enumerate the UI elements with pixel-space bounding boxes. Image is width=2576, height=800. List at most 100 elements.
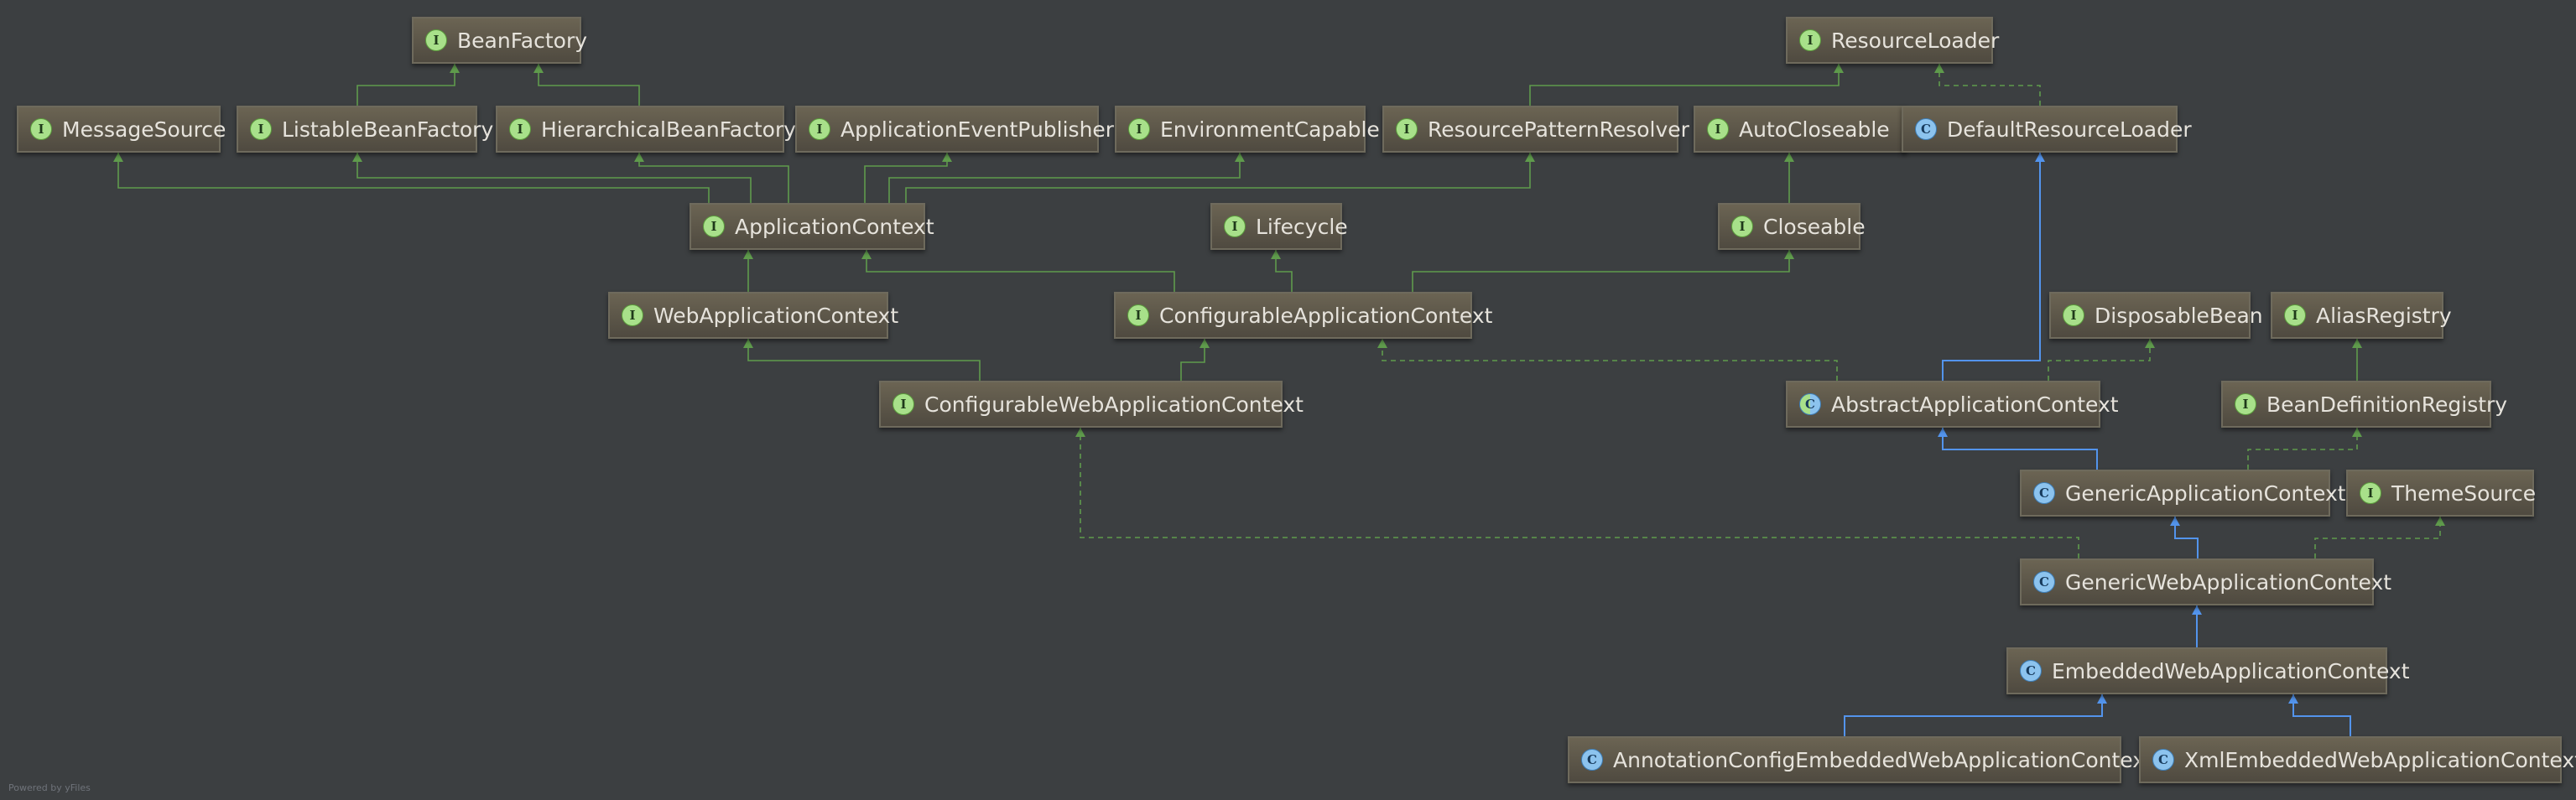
edge-class-extends (1942, 153, 2045, 381)
node-label: ApplicationEventPublisher (840, 117, 1115, 142)
interface-icon: I (30, 118, 52, 140)
node-bean-definition-registry[interactable]: I BeanDefinitionRegistry (2221, 381, 2507, 428)
edge-arrowhead (1377, 339, 1387, 348)
edge-extends (1529, 64, 1844, 106)
interface-icon: I (250, 118, 272, 140)
edge-arrowhead (2352, 428, 2362, 437)
powered-by-footer: Powered by yFiles (8, 782, 91, 793)
node-label: MessageSource (62, 117, 226, 142)
edge-arrowhead (2097, 694, 2107, 704)
node-label: WebApplicationContext (653, 303, 899, 328)
class-icon: C (2033, 482, 2055, 504)
edge-arrowhead (1075, 428, 1085, 437)
edge-class-extends (1844, 694, 2107, 736)
edge-extends (743, 250, 753, 292)
edge-extends (2352, 339, 2362, 381)
interface-icon: I (2360, 482, 2381, 504)
node-label: AbstractApplicationContext (1831, 392, 2119, 417)
interface-icon: I (622, 304, 643, 326)
node-label: ApplicationContext (735, 214, 934, 239)
edge-arrowhead (113, 153, 123, 162)
node-application-context[interactable]: I ApplicationContext (690, 203, 934, 250)
node-default-resource-loader[interactable]: C DefaultResourceLoader (1902, 106, 2192, 153)
interface-icon: I (1707, 118, 1729, 140)
interface-icon: I (892, 393, 914, 415)
node-web-application-context[interactable]: I WebApplicationContext (608, 292, 898, 339)
edge-implements (2314, 517, 2445, 558)
class-icon: C (1581, 749, 1603, 771)
node-alias-registry[interactable]: I AliasRegistry (2271, 292, 2452, 339)
edge-arrowhead (2352, 339, 2362, 348)
edge-arrowhead (450, 64, 460, 73)
node-label: DisposableBean (2095, 303, 2263, 328)
class-icon: C (2020, 660, 2042, 682)
edge-arrowhead (1525, 153, 1535, 162)
interface-icon: I (1731, 216, 1753, 237)
node-configurable-application-context[interactable]: I ConfigurableApplicationContext (1114, 292, 1492, 339)
edge-arrowhead (1235, 153, 1245, 162)
node-label: GenericApplicationContext (2065, 481, 2346, 506)
edge-arrowhead (1784, 250, 1794, 259)
node-label: AliasRegistry (2316, 303, 2452, 328)
edge-class-extends (2170, 517, 2199, 558)
interface-icon: I (1224, 216, 1246, 237)
edge-arrowhead (634, 153, 644, 162)
edge-class-extends (2288, 694, 2351, 736)
edge-implements (1934, 64, 2041, 106)
edge-arrowhead (2192, 605, 2202, 615)
class-icon: C (2033, 571, 2055, 593)
edge-extends (888, 153, 1245, 203)
interface-icon: I (703, 216, 725, 237)
edge-extends (634, 153, 789, 203)
edge-arrowhead (2288, 694, 2298, 704)
edge-extends (905, 153, 1535, 203)
edge-arrowhead (2170, 517, 2180, 526)
interface-icon: I (1799, 29, 1821, 51)
edge-extends (1412, 250, 1794, 292)
node-generic-application-context[interactable]: C GenericApplicationContext (2020, 470, 2346, 517)
interface-icon: I (2235, 393, 2256, 415)
edge-implements (2247, 428, 2362, 470)
edge-arrowhead (1784, 153, 1794, 162)
edge-extends (864, 153, 952, 203)
node-label: DefaultResourceLoader (1947, 117, 2192, 142)
class-icon: C (2152, 749, 2174, 771)
class-icon: C (1915, 118, 1937, 140)
node-resource-loader[interactable]: I ResourceLoader (1786, 17, 1999, 64)
node-label: ResourceLoader (1831, 28, 2000, 53)
edge-class-extends (2192, 605, 2202, 647)
edge-arrowhead (861, 250, 872, 259)
node-label: Closeable (1763, 214, 1866, 239)
edge-arrowhead (1934, 64, 1944, 73)
node-message-source[interactable]: I MessageSource (17, 106, 226, 153)
node-label: ConfigurableApplicationContext (1159, 303, 1493, 328)
interface-icon: I (1396, 118, 1418, 140)
edge-arrowhead (1200, 339, 1210, 348)
node-label: BeanDefinitionRegistry (2266, 392, 2508, 417)
interface-icon: I (1127, 304, 1149, 326)
interface-icon: I (2284, 304, 2306, 326)
edge-extends (352, 153, 752, 203)
edge-implements (1075, 428, 2079, 558)
edge-extends (356, 64, 460, 106)
edge-extends (743, 339, 981, 381)
node-closeable[interactable]: I Closeable (1718, 203, 1866, 250)
edge-extends (1271, 250, 1293, 292)
